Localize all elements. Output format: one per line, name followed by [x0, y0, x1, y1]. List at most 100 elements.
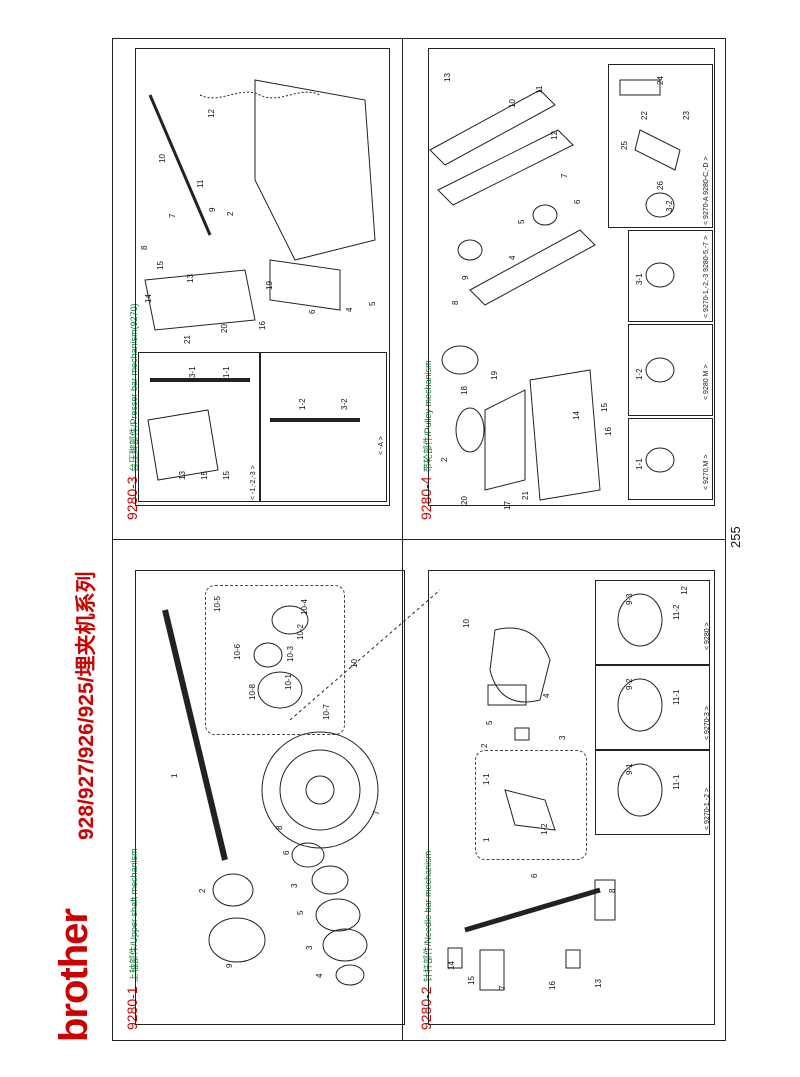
callout: 26	[656, 181, 665, 190]
callout: 24	[656, 76, 665, 85]
callout: 8	[275, 825, 284, 830]
variant-box-9280-m	[628, 324, 713, 416]
page-divider-left	[112, 539, 402, 540]
callout: 3-1	[188, 366, 197, 378]
variant-label: < 9270-1,-2 >	[704, 787, 711, 830]
callout: 7	[168, 213, 177, 218]
callout: 1	[170, 773, 179, 778]
callout: 15	[200, 471, 209, 480]
callout: 21	[521, 491, 530, 500]
callout: 6	[282, 850, 291, 855]
upper-shaft-drawing	[162, 589, 441, 986]
callout: 3	[558, 735, 567, 740]
panel-presser-bar	[135, 48, 390, 506]
callout: 1-2	[635, 368, 644, 380]
callout: 10-4	[300, 598, 309, 615]
callout: 6	[308, 309, 317, 314]
callout: 23	[682, 111, 691, 120]
callout: 9	[208, 207, 217, 212]
callout: 21	[183, 335, 192, 344]
callout: 4	[542, 693, 551, 698]
callout: 10-7	[322, 703, 331, 720]
callout: 3	[305, 945, 314, 950]
callout: 12	[207, 109, 216, 118]
callout: 4	[345, 307, 354, 312]
callout: 13	[594, 979, 603, 988]
callout: 5	[485, 720, 494, 725]
callout: 18	[460, 386, 469, 395]
callout: 2	[226, 211, 235, 216]
callout: 15	[467, 976, 476, 985]
callout: 14	[572, 411, 581, 420]
panel-pulley	[428, 48, 715, 506]
variant-label: < 9270-3 >	[704, 706, 711, 740]
callout: 7	[498, 985, 507, 990]
variant-label: < 9270-A 9280-C,-D >	[703, 156, 710, 226]
callout: 15	[600, 403, 609, 412]
callout: 9	[461, 275, 470, 280]
callout: 9-1	[625, 763, 634, 775]
callout: 1-1	[635, 458, 644, 470]
variant-box-9270-1-2	[595, 750, 710, 835]
callout: 10	[158, 154, 167, 163]
callout: 15	[222, 471, 231, 480]
callout: 17	[503, 501, 512, 510]
callout: 9	[225, 963, 234, 968]
variant-box-a	[260, 352, 387, 502]
presser-bar-drawing	[144, 79, 376, 481]
callout: 5	[517, 219, 526, 224]
callout: 10-1	[284, 673, 293, 690]
callout: 1	[482, 837, 491, 842]
variant-box-1-2-3	[138, 352, 260, 502]
callout: 16	[548, 981, 557, 990]
variant-label: < -1,-2,-3 >	[250, 465, 257, 500]
callout: 11-1	[672, 774, 681, 790]
variant-box-9270-1-2-3	[628, 230, 713, 322]
variant-label: < 9270,M >	[703, 454, 710, 490]
callout: 7	[560, 173, 569, 178]
callout: 4	[315, 973, 324, 978]
callout: 25	[620, 141, 629, 150]
callout: 1-1	[222, 366, 231, 378]
callout: 2	[480, 743, 489, 748]
callout: 11	[535, 85, 544, 94]
callout-group-10	[205, 585, 345, 735]
callout: 8	[608, 888, 617, 893]
pulley-drawing	[429, 79, 681, 501]
callout: 11	[196, 179, 205, 188]
callout: 10-6	[233, 643, 242, 660]
callout: 10	[350, 659, 359, 668]
callout: 7	[372, 810, 381, 815]
callout: 6	[573, 199, 582, 204]
callout: 16	[604, 427, 613, 436]
callout: 9-2	[625, 678, 634, 690]
callout: 2	[440, 457, 449, 462]
variant-box-9270-m	[628, 418, 713, 500]
callout: 12	[550, 131, 559, 140]
callout: 5	[296, 910, 305, 915]
callout: 15	[156, 261, 165, 270]
variant-box-9280	[595, 580, 710, 665]
callout: 5	[368, 301, 377, 306]
callout: 19	[490, 371, 499, 380]
callout: 10	[508, 99, 517, 108]
callout: 20	[460, 496, 469, 505]
callout: 22	[640, 111, 649, 120]
callout: 10-8	[248, 683, 257, 700]
callout: 14	[144, 294, 153, 303]
callout: 4	[508, 255, 517, 260]
callout: 20	[220, 324, 229, 333]
callout: 9-3	[625, 593, 634, 605]
callout: 3	[290, 883, 299, 888]
callout: 13	[178, 471, 187, 480]
variant-box-9270-3	[595, 665, 710, 750]
variant-label: < -A >	[378, 436, 385, 455]
callout: 16	[258, 321, 267, 330]
variant-box-9270-a	[608, 64, 713, 228]
callout: 8	[140, 245, 149, 250]
callout: 3-2	[340, 398, 349, 410]
callout: 12	[680, 586, 689, 595]
callout: 8	[451, 300, 460, 305]
callout: 1-2	[540, 823, 549, 835]
